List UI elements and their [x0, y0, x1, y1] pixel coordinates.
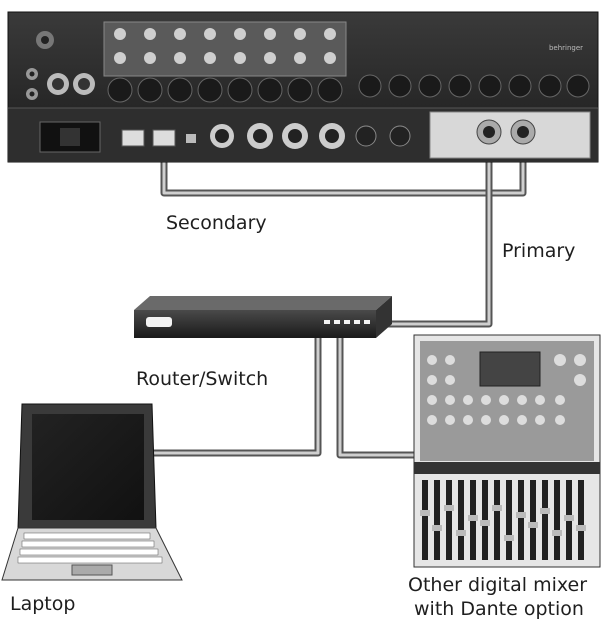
jack-row-top: [114, 28, 336, 64]
router-switch-label: Router/Switch: [136, 368, 269, 390]
brand-logo: behringer: [549, 44, 583, 52]
mixer-cable: [336, 334, 418, 459]
ethernet-port-1: [121, 129, 145, 147]
secondary-label: Secondary: [166, 212, 267, 234]
ethernet-port-2: [152, 129, 176, 147]
stagebox-rear-panel: behringer: [7, 11, 599, 163]
dante-module: [429, 111, 591, 159]
primary-cable: [381, 136, 493, 328]
mixer-label-line2: with Dante option: [414, 598, 584, 620]
digital-mixer: [413, 334, 601, 568]
mixer-label-line1: Other digital mixer: [408, 574, 588, 596]
primary-label: Primary: [502, 240, 576, 262]
laptop: [1, 403, 183, 581]
laptop-cable: [149, 334, 322, 457]
router-switch: [134, 296, 392, 338]
xlr-row: [107, 74, 590, 103]
laptop-label: Laptop: [10, 593, 76, 615]
keyboard-keys: [17, 532, 163, 564]
cables: [149, 136, 527, 459]
